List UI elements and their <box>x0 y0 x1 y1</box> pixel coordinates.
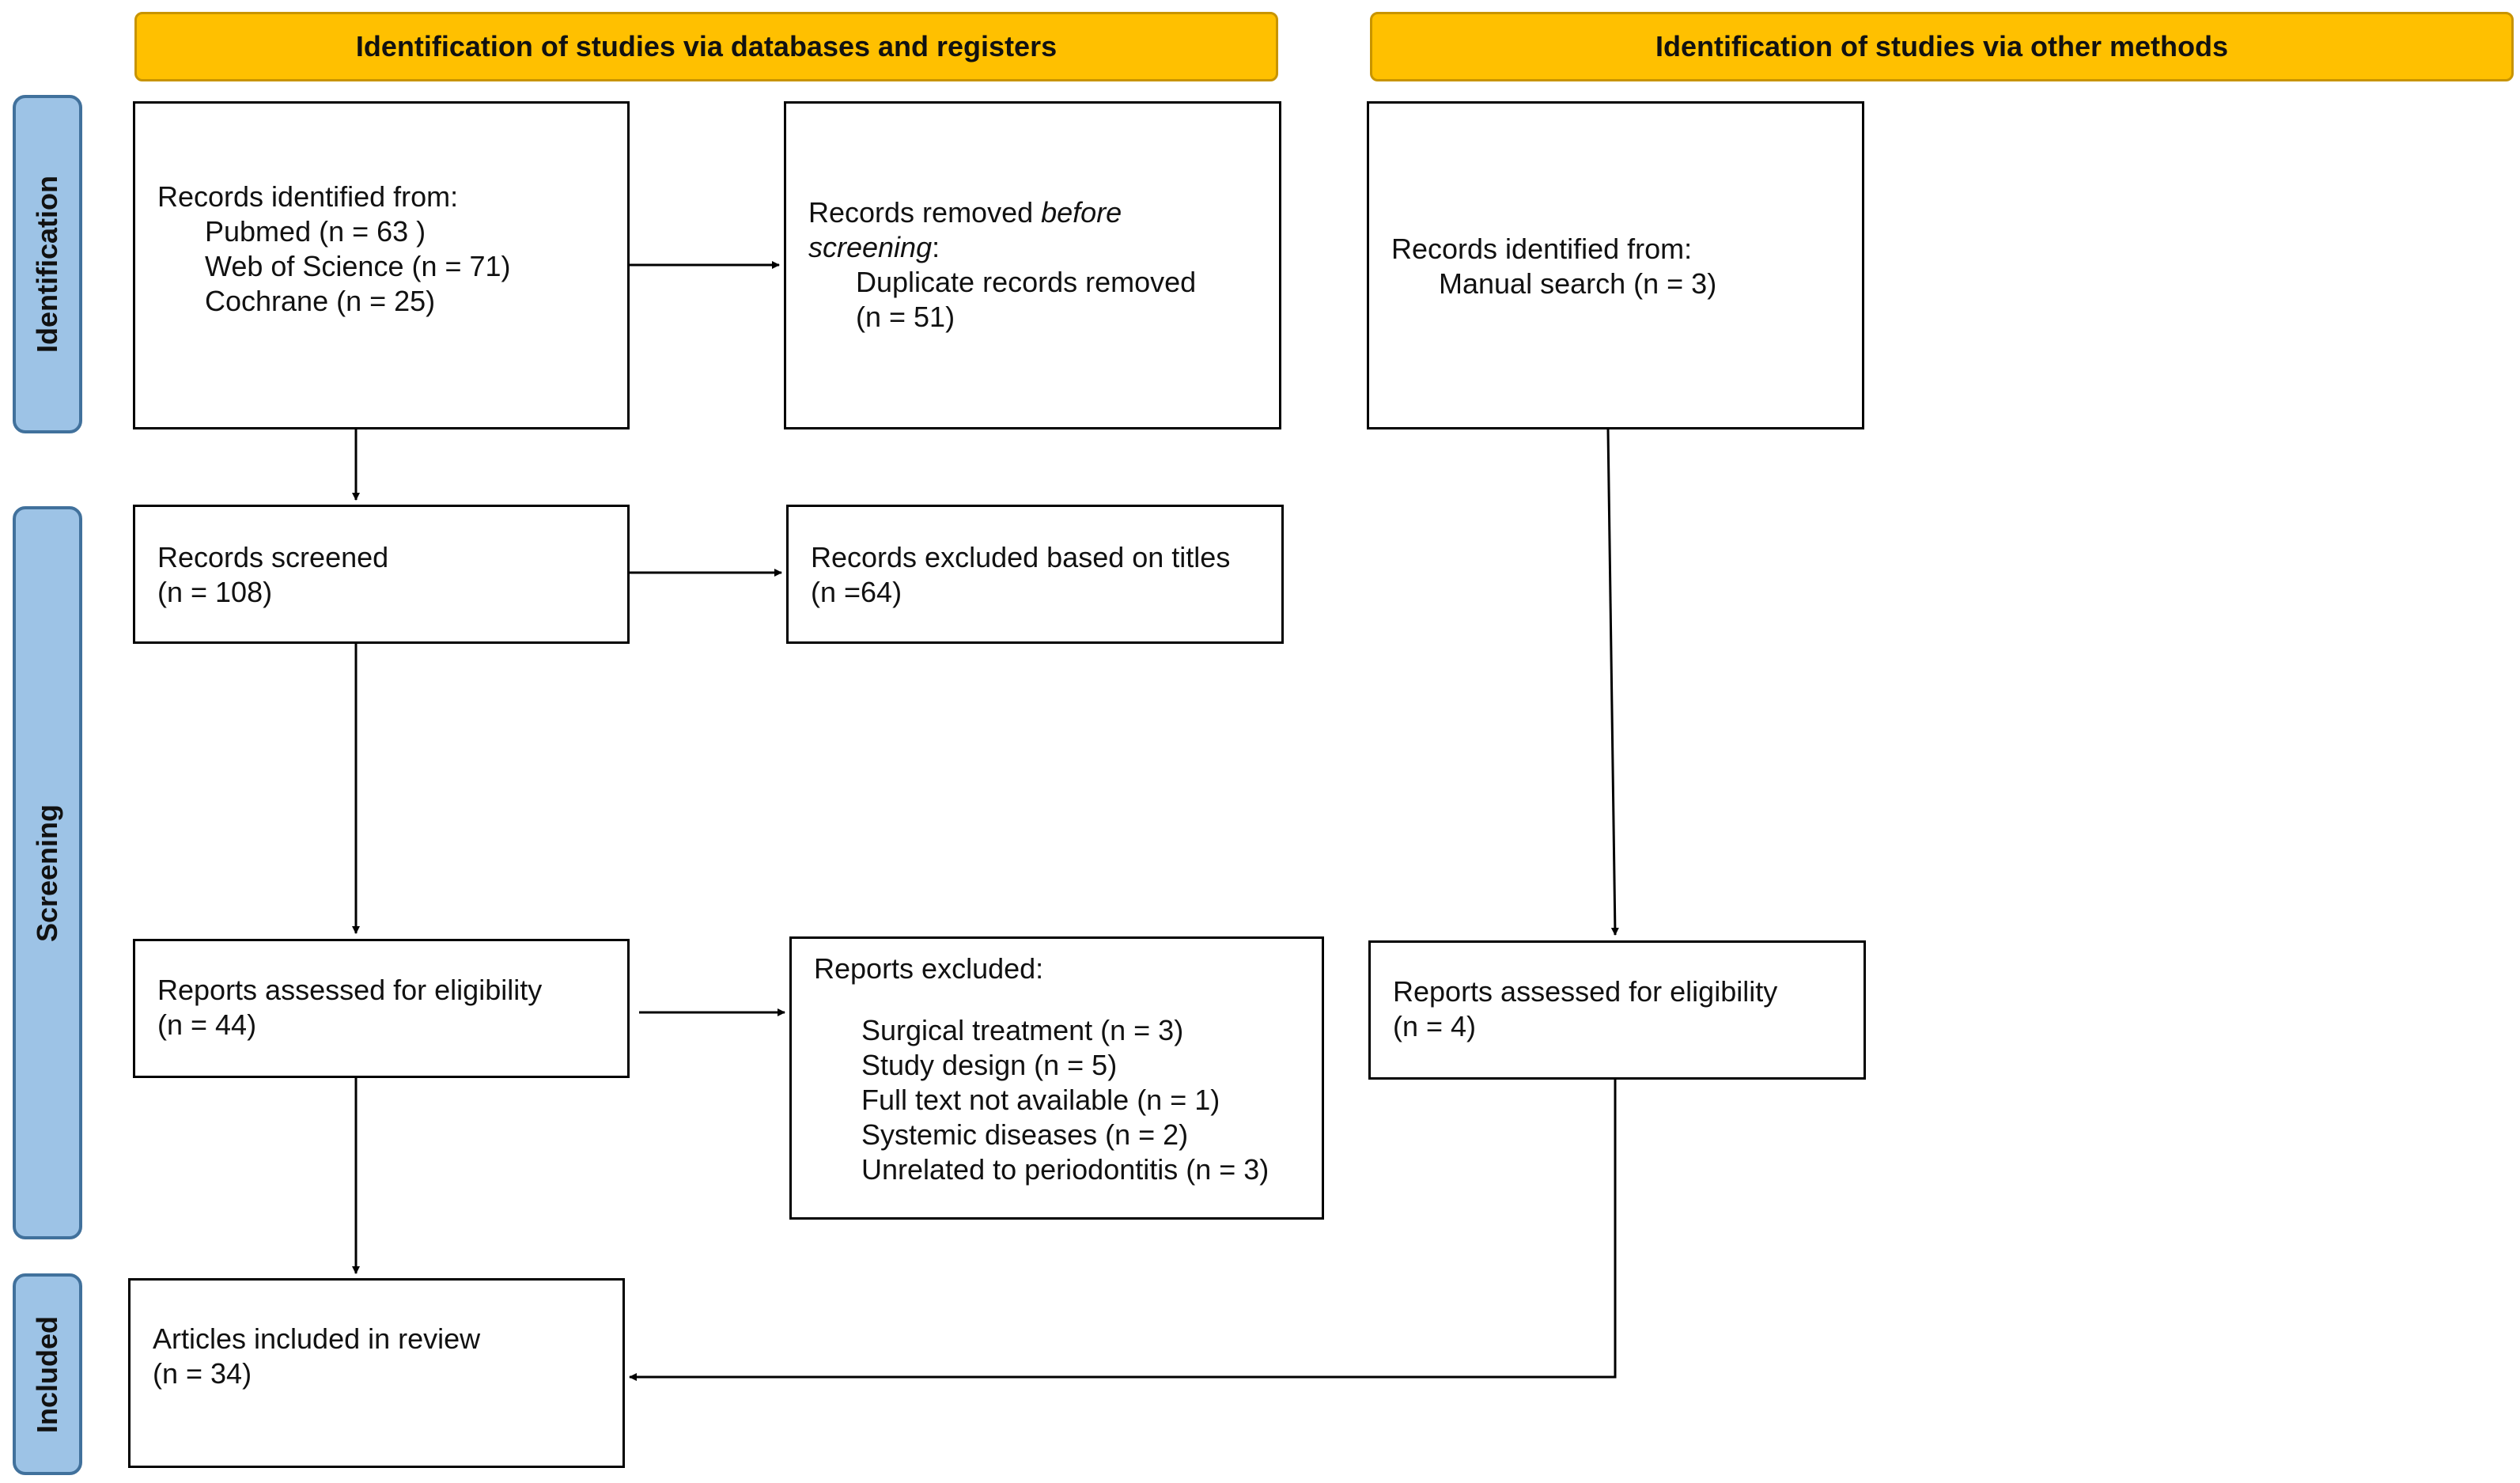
records-excluded-box: Records excluded based on titles (n =64) <box>786 505 1284 644</box>
reports-excluded-title: Reports excluded: <box>814 952 1044 985</box>
header-databases-label: Identification of studies via databases … <box>355 30 1058 62</box>
phase-identification: Identification <box>13 95 82 433</box>
records-removed-title-cont: screening: <box>808 231 940 263</box>
arrow-other-identified-to-assessed <box>1606 429 1619 936</box>
reports-assessed-count: (n = 44) <box>157 1008 257 1041</box>
exclusion-reason: Unrelated to periodontitis (n = 3) <box>861 1153 1269 1186</box>
records-identified-box: Records identified from: Pubmed (n = 63 … <box>133 101 630 429</box>
duplicates-removed-count: (n = 51) <box>856 301 955 333</box>
other-reports-assessed-count: (n = 4) <box>1393 1010 1477 1042</box>
duplicates-removed-label: Duplicate records removed <box>856 266 1197 298</box>
records-identified-title: Records identified from: <box>157 180 459 213</box>
source-pubmed: Pubmed (n = 63 ) <box>205 215 426 248</box>
exclusion-reason: Systemic diseases (n = 2) <box>861 1118 1189 1151</box>
arrow-other-assessed-to-included <box>629 1080 1617 1381</box>
reports-assessed-box: Reports assessed for eligibility (n = 44… <box>133 939 630 1078</box>
source-cochrane: Cochrane (n = 25) <box>205 285 436 317</box>
records-removed-title: Records removed before <box>808 196 1122 229</box>
records-screened-count: (n = 108) <box>157 576 273 608</box>
records-screened-title: Records screened <box>157 541 389 573</box>
exclusion-reason: Full text not available (n = 1) <box>861 1084 1220 1116</box>
reports-assessed-title: Reports assessed for eligibility <box>157 974 543 1006</box>
phase-screening: Screening <box>13 506 82 1239</box>
phase-included: Included <box>13 1273 82 1475</box>
records-removed-box: Records removed before screening: Duplic… <box>784 101 1281 429</box>
header-other-methods: Identification of studies via other meth… <box>1370 12 2514 81</box>
included-box: Articles included in review (n = 34) <box>128 1278 625 1468</box>
header-other-label: Identification of studies via other meth… <box>1655 30 2229 62</box>
records-excluded-count: (n =64) <box>811 576 902 608</box>
other-reports-assessed-box: Reports assessed for eligibility (n = 4) <box>1368 940 1866 1080</box>
header-databases: Identification of studies via databases … <box>134 12 1278 81</box>
other-reports-assessed-title: Reports assessed for eligibility <box>1393 975 1778 1008</box>
reports-excluded-box: Reports excluded: Surgical treatment (n … <box>789 936 1324 1220</box>
included-title: Articles included in review <box>153 1322 481 1355</box>
records-screened-box: Records screened (n = 108) <box>133 505 630 644</box>
other-records-title: Records identified from: <box>1391 233 1693 265</box>
included-count: (n = 34) <box>153 1357 252 1390</box>
records-excluded-title: Records excluded based on titles <box>811 541 1231 573</box>
source-web-of-science: Web of Science (n = 71) <box>205 250 511 282</box>
other-records-identified-box: Records identified from: Manual search (… <box>1367 101 1864 429</box>
manual-search-count: Manual search (n = 3) <box>1439 267 1717 300</box>
exclusion-reason: Surgical treatment (n = 3) <box>861 1014 1184 1046</box>
exclusion-reason: Study design (n = 5) <box>861 1049 1118 1081</box>
